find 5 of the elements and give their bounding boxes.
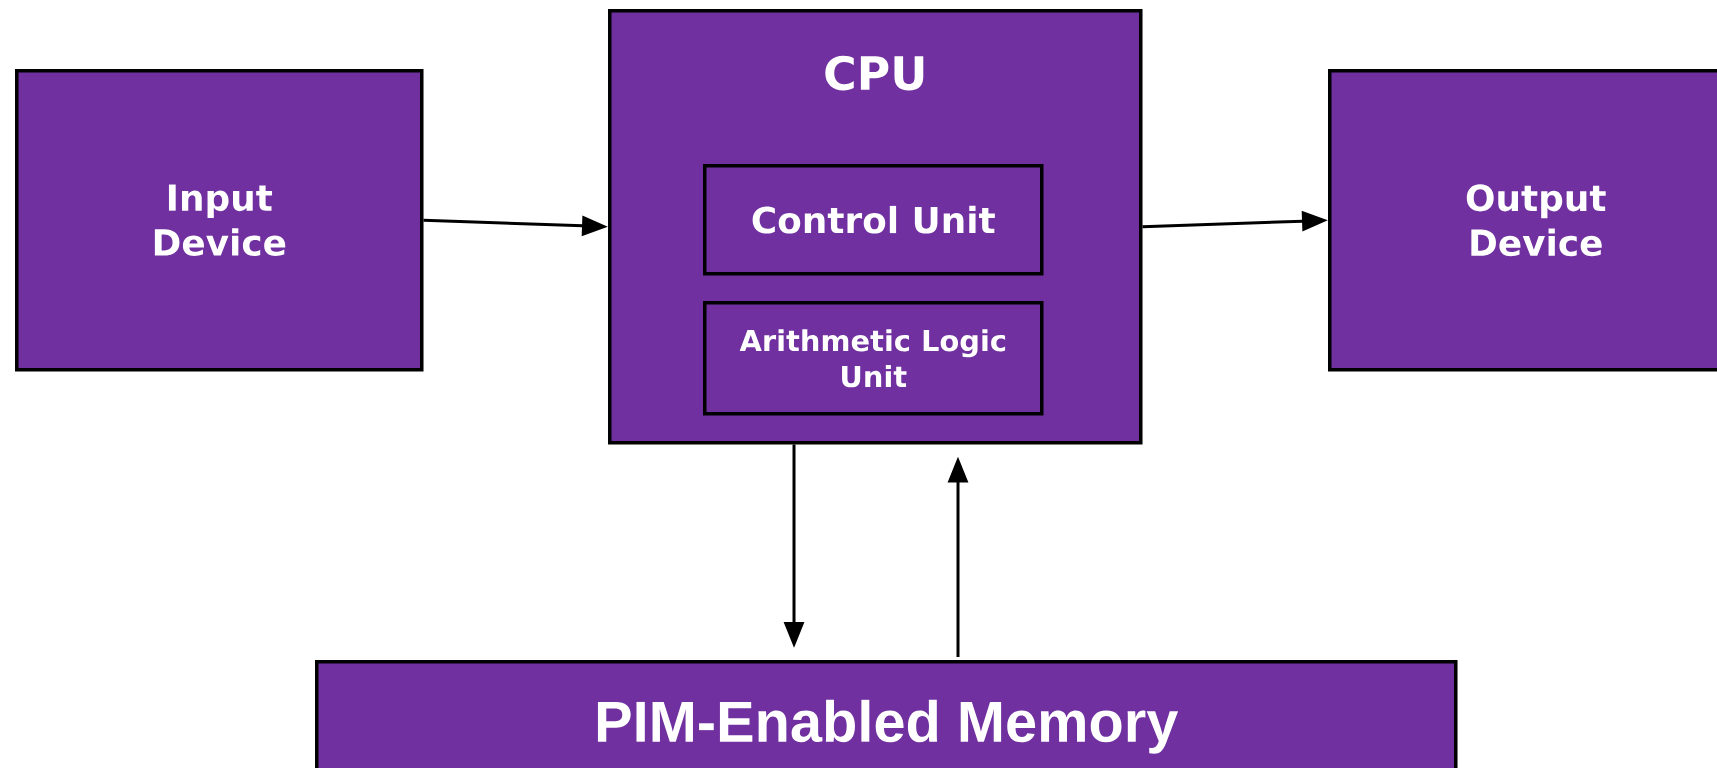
component-box: Input Device xyxy=(15,69,424,372)
component-box: Output Device xyxy=(1328,69,1717,372)
component-box: PIM-Enabled Memory xyxy=(315,660,1458,768)
component-box: Control Unit xyxy=(703,164,1044,276)
component-box: Arithmetic Logic Unit xyxy=(703,301,1044,416)
